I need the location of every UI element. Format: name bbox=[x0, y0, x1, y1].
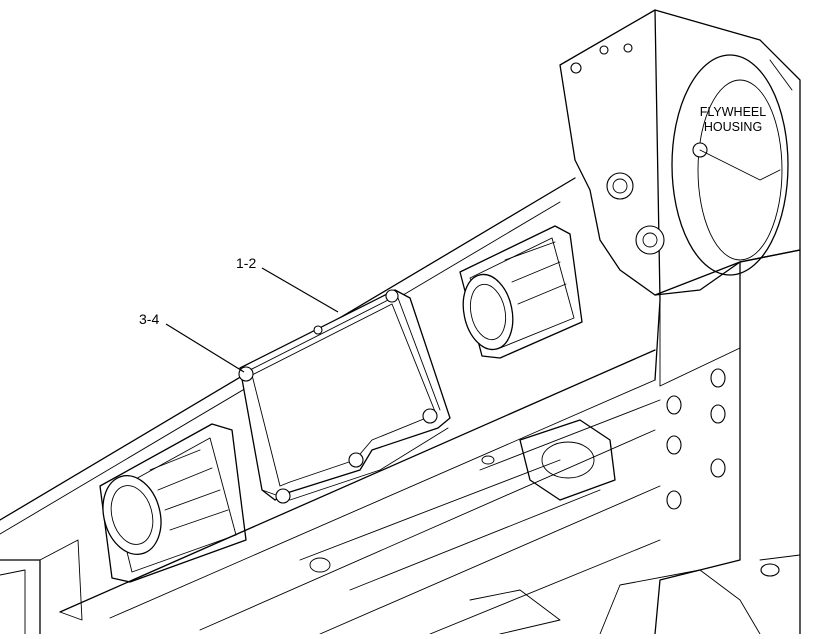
bolt-head bbox=[385, 289, 399, 303]
callout-bolt-label: 3-4 bbox=[139, 311, 159, 327]
end-plate bbox=[599, 249, 801, 635]
housing-label-line1: FLYWHEEL bbox=[700, 105, 766, 119]
bolt-head bbox=[275, 488, 291, 504]
bolt-head bbox=[238, 366, 254, 382]
left-cover-opening bbox=[99, 423, 247, 583]
side-cover bbox=[238, 289, 451, 504]
leader-bolt bbox=[165, 323, 245, 373]
flywheel-housing bbox=[559, 9, 801, 381]
bolt-head bbox=[422, 408, 438, 424]
housing-label-line2: HOUSING bbox=[704, 120, 762, 134]
leader-cover bbox=[261, 267, 339, 313]
bolt-head bbox=[348, 452, 364, 468]
right-cover-opening bbox=[459, 225, 583, 359]
lower-block-details bbox=[299, 399, 661, 635]
callout-cover-label: 1-2 bbox=[236, 255, 256, 271]
leader-lines bbox=[165, 267, 339, 373]
